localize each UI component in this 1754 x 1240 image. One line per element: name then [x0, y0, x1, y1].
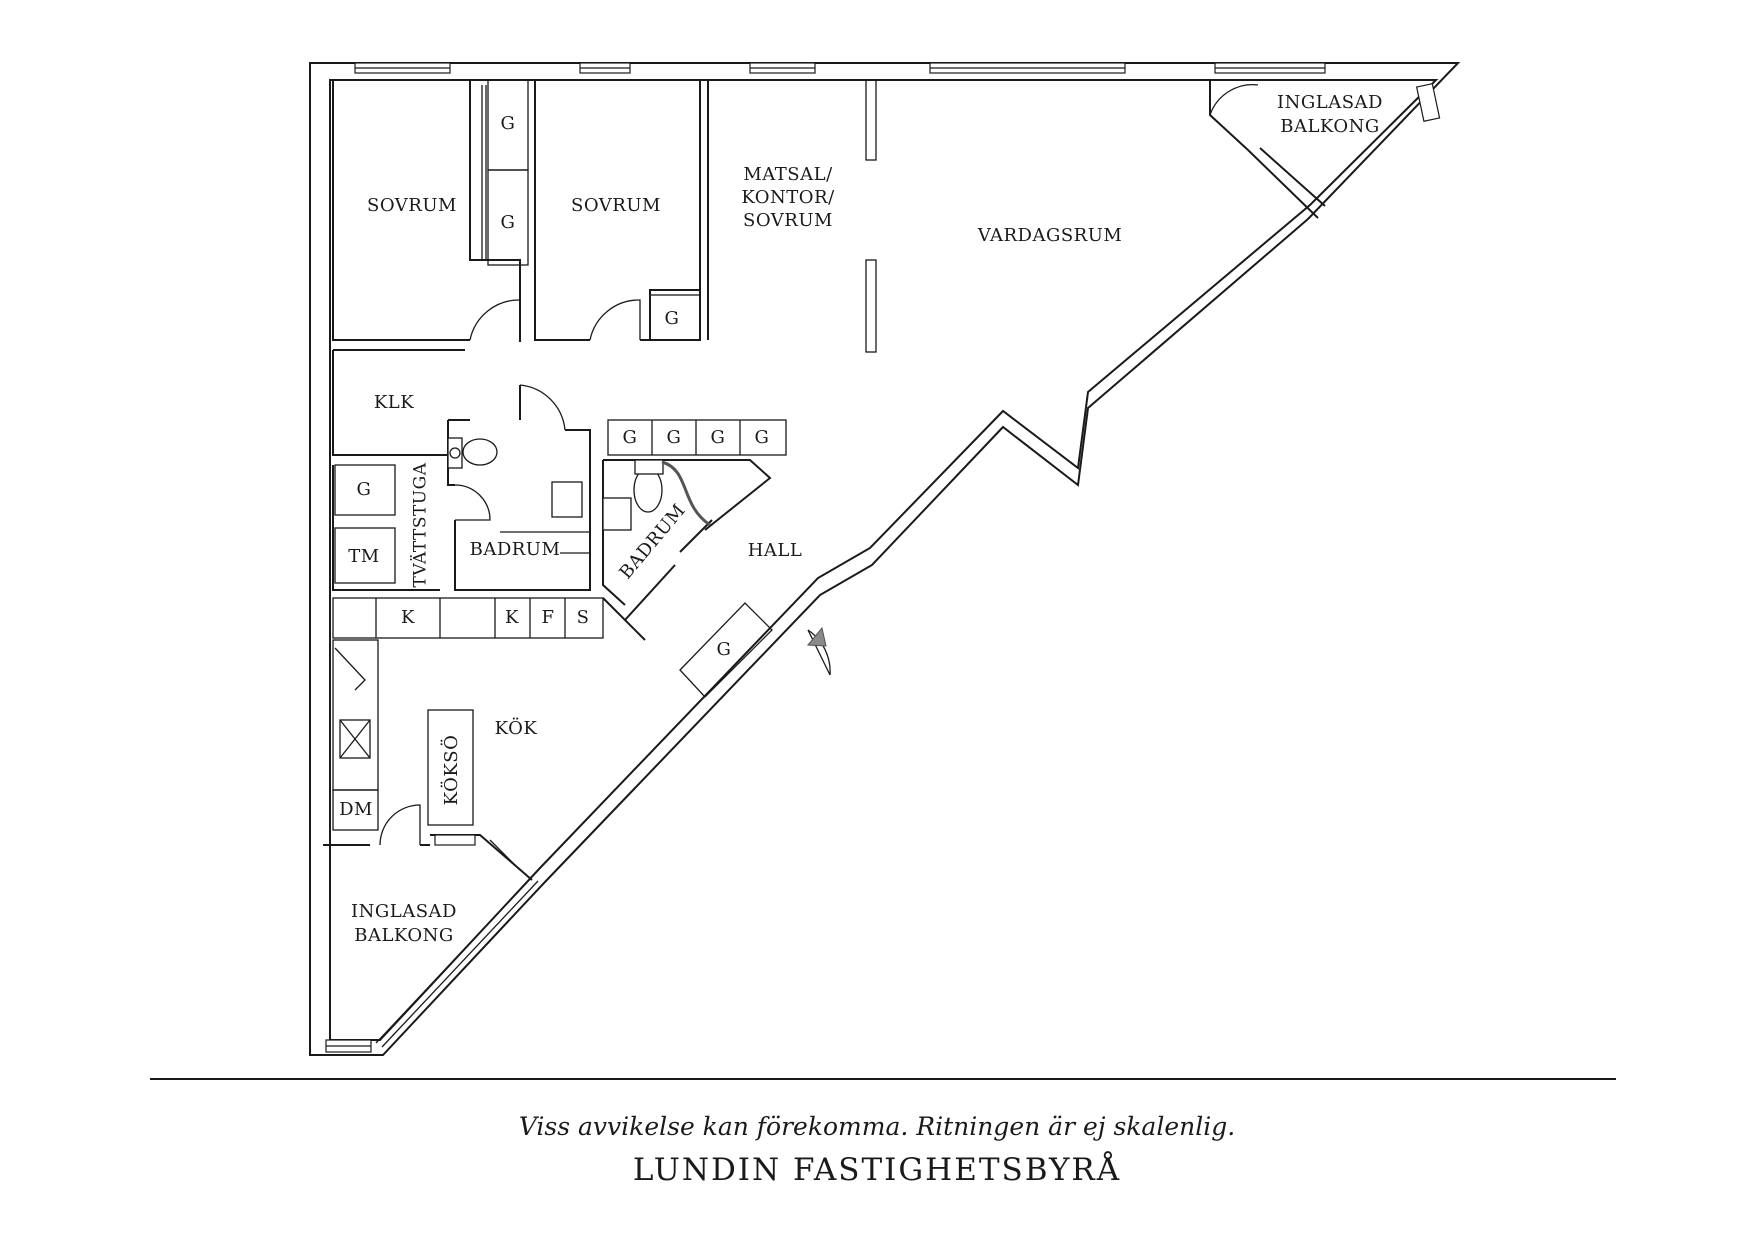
- storage-label-g-sovrum-2: G: [665, 308, 680, 329]
- room-label-sovrum-1: SOVRUM: [367, 195, 457, 216]
- storage-label-g-row-3: G: [711, 427, 726, 448]
- room-label-inglasad-top-line2: BALKONG: [1280, 116, 1380, 137]
- room-label-inglasad-bottom-line2: BALKONG: [354, 925, 454, 946]
- room-label-inglasad-top-line1: INGLASAD: [1277, 92, 1383, 113]
- doors: [379, 84, 1259, 846]
- brand-name: LUNDIN FASTIGHETSBYRÅ: [632, 1152, 1122, 1188]
- room-labels: SOVRUM SOVRUM MATSAL/ KONTOR/ SOVRUM VAR…: [351, 92, 1383, 946]
- room-label-inglasad-bottom-line1: INGLASAD: [351, 901, 457, 922]
- footer-divider: [150, 1078, 1616, 1080]
- storage-label-g-wardrobe-2: G: [501, 212, 516, 233]
- windows: [325, 62, 1441, 1053]
- storage-label-g-row-1: G: [623, 427, 638, 448]
- storage-label-g-row-2: G: [667, 427, 682, 448]
- storage-label-g-hall: G: [717, 639, 732, 660]
- storage-label-g-tvatt: G: [357, 479, 372, 500]
- room-label-badrum-1: BADRUM: [470, 539, 561, 560]
- storage-label-g-row-4: G: [755, 427, 770, 448]
- room-label-vardagsrum: VARDAGSRUM: [977, 225, 1123, 246]
- room-label-kokso: KÖKSÖ: [439, 735, 462, 806]
- storage-label-g-wardrobe-1: G: [501, 113, 516, 134]
- storage-label-dm: DM: [339, 799, 373, 820]
- floor-plan: SOVRUM SOVRUM MATSAL/ KONTOR/ SOVRUM VAR…: [309, 62, 1461, 1056]
- fixtures: [447, 437, 711, 554]
- room-label-hall: HALL: [748, 540, 803, 561]
- disclaimer-text: Viss avvikelse kan förekomma. Ritningen …: [518, 1112, 1236, 1141]
- storage-labels: G G G G G G G G TM K K F S G DM: [339, 113, 769, 820]
- interior-walls: [323, 79, 1326, 881]
- outer-walls: [309, 62, 1461, 1056]
- room-label-matsal-line2: KONTOR/: [741, 187, 835, 208]
- room-label-matsal-line1: MATSAL/: [743, 164, 833, 185]
- storage-label-tm: TM: [348, 546, 379, 567]
- room-label-sovrum-2: SOVRUM: [571, 195, 661, 216]
- room-label-kok: KÖK: [495, 716, 538, 739]
- room-label-matsal-line3: SOVRUM: [743, 210, 833, 231]
- room-label-tvattstuga: TVÄTTSTUGA: [410, 462, 431, 587]
- storage-label-f: F: [542, 607, 555, 628]
- storage-label-k-2: K: [505, 607, 519, 628]
- storage-label-s: S: [577, 607, 590, 628]
- room-label-klk: KLK: [374, 392, 414, 413]
- storage-label-k-1: K: [401, 607, 415, 628]
